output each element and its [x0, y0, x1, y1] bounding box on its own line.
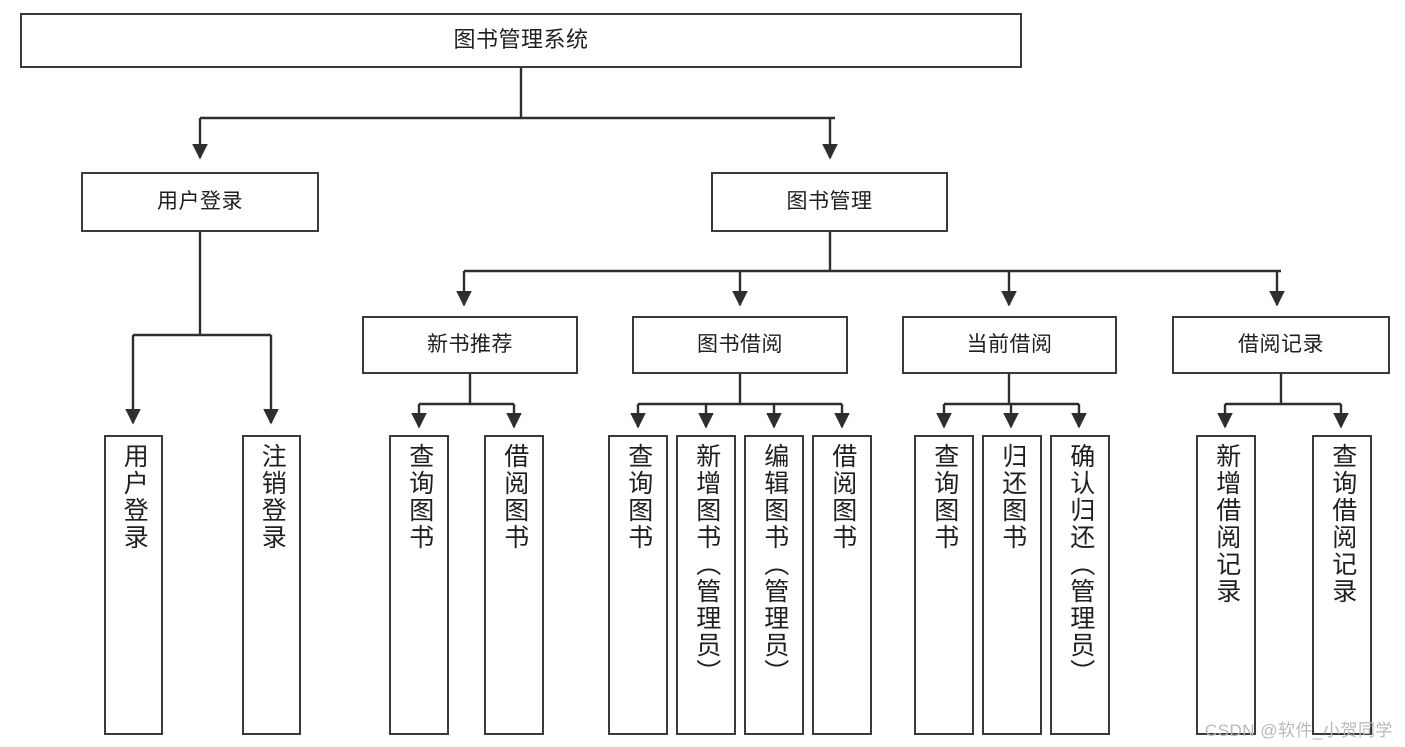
node-label: 查询图书 [405, 443, 434, 551]
node-user-login[interactable]: 用户登录 [81, 172, 319, 232]
node-label: 当前借阅 [966, 333, 1053, 357]
node-label: 注销登录 [258, 443, 287, 551]
leaf-borrow-book-1[interactable]: 借阅图书 [484, 435, 544, 735]
node-current-borrow[interactable]: 当前借阅 [902, 316, 1117, 374]
node-label: 新增图书（管理员） [692, 443, 721, 686]
node-label: 查询借阅记录 [1328, 443, 1357, 605]
node-label: 编辑图书（管理员） [760, 443, 789, 686]
leaf-edit-book[interactable]: 编辑图书（管理员） [744, 435, 804, 735]
leaf-query-book-1[interactable]: 查询图书 [389, 435, 449, 735]
node-label: 查询图书 [624, 443, 653, 551]
leaf-confirm-return[interactable]: 确认归还（管理员） [1050, 435, 1110, 735]
node-label: 借阅图书 [828, 443, 857, 551]
node-label: 借阅图书 [500, 443, 529, 551]
leaf-query-record[interactable]: 查询借阅记录 [1312, 435, 1372, 735]
node-label: 图书借阅 [697, 333, 783, 357]
node-label: 图书管理系统 [453, 27, 589, 53]
node-borrow-record[interactable]: 借阅记录 [1172, 316, 1390, 374]
node-label: 借阅记录 [1238, 333, 1324, 357]
leaf-add-book[interactable]: 新增图书（管理员） [676, 435, 736, 735]
node-label: 图书管理 [786, 190, 873, 214]
leaf-query-book-3[interactable]: 查询图书 [914, 435, 974, 735]
node-label: 用户登录 [157, 190, 243, 214]
node-book-borrow[interactable]: 图书借阅 [632, 316, 848, 374]
leaf-borrow-book-2[interactable]: 借阅图书 [812, 435, 872, 735]
node-label: 查询图书 [930, 443, 959, 551]
node-label: 新书推荐 [427, 333, 513, 357]
leaf-query-book-2[interactable]: 查询图书 [608, 435, 668, 735]
node-label: 用户登录 [120, 443, 149, 551]
node-new-book-recommend[interactable]: 新书推荐 [362, 316, 578, 374]
leaf-user-login[interactable]: 用户登录 [104, 435, 163, 735]
node-label: 归还图书 [998, 443, 1027, 551]
leaf-logout-login[interactable]: 注销登录 [242, 435, 301, 735]
node-book-manage[interactable]: 图书管理 [711, 172, 948, 232]
node-label: 确认归还（管理员） [1066, 443, 1095, 686]
leaf-return-book[interactable]: 归还图书 [982, 435, 1042, 735]
node-root-book-management-system[interactable]: 图书管理系统 [20, 13, 1022, 68]
node-label: 新增借阅记录 [1212, 443, 1241, 605]
leaf-add-record[interactable]: 新增借阅记录 [1196, 435, 1256, 735]
